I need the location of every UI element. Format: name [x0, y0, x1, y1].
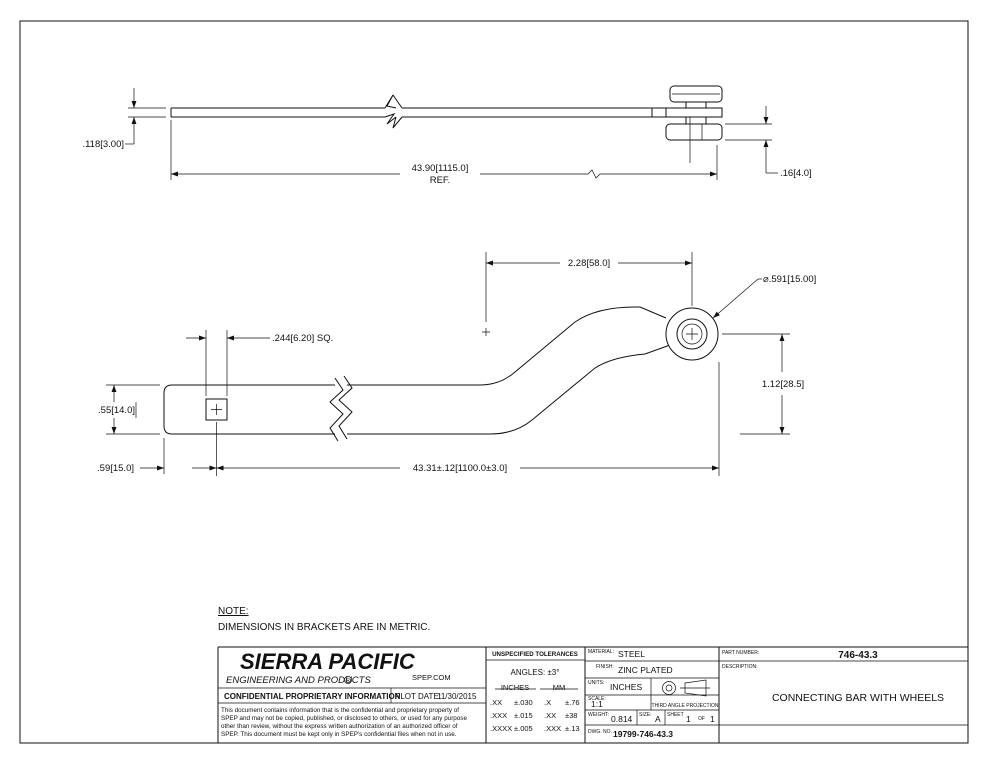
- tolerances-angles: ANGLES: ±3°: [511, 668, 560, 677]
- company-name: SIERRA PACIFIC: [240, 649, 416, 674]
- front-view: 2.28[58.0] ⌀.591[15.00] .244[6.20] SQ. .…: [97, 252, 816, 476]
- sheet-total: 1: [710, 714, 715, 724]
- note-heading: NOTE:: [218, 606, 249, 617]
- confidential-line-4: SPEP. This document must be kept only in…: [221, 731, 457, 738]
- dimension-offset: 2.28[58.0]: [485, 252, 693, 322]
- hub-hole: [676, 318, 708, 350]
- dwg-no-value: 19799-746-43.3: [613, 729, 673, 739]
- finish-label: FINISH:: [596, 664, 614, 670]
- size-value: A: [655, 714, 661, 724]
- svg-text:±.030: ±.030: [514, 698, 533, 707]
- square-label: .244[6.20] SQ.: [272, 333, 333, 344]
- length-note: REF.: [430, 175, 451, 186]
- svg-text:±.015: ±.015: [514, 711, 533, 720]
- note-text: DIMENSIONS IN BRACKETS ARE IN METRIC.: [218, 622, 430, 633]
- plot-date-label: PLOT DATE:: [395, 692, 441, 701]
- confidential-line-2: SPEP and may not be copied, published, o…: [221, 715, 467, 722]
- material-label: MATERIAL:: [588, 649, 614, 655]
- sheet-border: [19, 20, 969, 744]
- weight-value: 0.814: [611, 714, 633, 724]
- dimension-wheel-width: .16[4.0]: [725, 106, 812, 179]
- third-angle-projection-icon: [662, 679, 710, 697]
- tolerances-mm-header: MM: [553, 683, 566, 692]
- center-distance-label: 43.31±.12[1100.0±3.0]: [413, 463, 507, 474]
- scale-label: SCALE:: [588, 696, 606, 702]
- registered-mark: R: [346, 678, 350, 684]
- notes: NOTE: DIMENSIONS IN BRACKETS ARE IN METR…: [218, 606, 430, 633]
- registered-mark-icon: [344, 676, 352, 684]
- weight-label: WEIGHT:: [588, 712, 609, 718]
- projection-label: THIRD ANGLE PROJECTION: [652, 703, 719, 709]
- svg-text:±.13: ±.13: [565, 724, 580, 733]
- svg-text:.XX: .XX: [490, 698, 502, 707]
- material-value: STEEL: [618, 649, 645, 659]
- upper-wheel: [665, 85, 723, 118]
- bar-front-outline-left: [163, 384, 335, 435]
- hole-label: ⌀.591[15.00]: [763, 274, 816, 285]
- svg-text:±.005: ±.005: [514, 724, 533, 733]
- bar-top-view: [170, 107, 666, 118]
- title-block: SIERRA PACIFIC ENGINEERING AND PRODUCTS …: [217, 646, 968, 743]
- finish-value: ZINC PLATED: [618, 665, 673, 675]
- svg-text:.XXXX: .XXXX: [490, 724, 512, 733]
- svg-text:.XXX: .XXX: [490, 711, 507, 720]
- sheet-value: 1: [686, 714, 691, 724]
- confidential-line-1: This document contains information that …: [221, 707, 459, 714]
- company-website: SPEP.COM: [412, 673, 451, 682]
- confidential-line-3: other than review, without the express w…: [221, 723, 458, 730]
- bar-front-outline-right: [347, 306, 671, 435]
- dimension-bottom: .59[15.0] 43.31±.12[1100.0±3.0]: [97, 362, 720, 476]
- edge-label: .59[15.0]: [97, 463, 134, 474]
- dimension-bar-height: .55[14.0]: [98, 384, 160, 435]
- description-label: DESCRIPTION:: [722, 664, 758, 670]
- part-number-value: 746-43.3: [838, 650, 878, 661]
- tolerance-row: .XXXX ±.005 .XXX ±.13: [490, 724, 580, 733]
- wheel-width-label: .16[4.0]: [780, 168, 812, 179]
- hub-bore: [681, 323, 703, 345]
- lower-wheel: [665, 116, 723, 163]
- break-symbol-front: [329, 375, 353, 442]
- svg-text:.XX: .XX: [544, 711, 556, 720]
- break-symbol-top: [384, 94, 403, 129]
- bar-end-block: [651, 107, 667, 118]
- company-division: ENGINEERING AND PRODUCTS: [226, 675, 371, 686]
- dimension-thickness: .118[3.00]: [82, 88, 166, 150]
- confidential-heading: CONFIDENTIAL PROPRIETARY INFORMATION: [224, 692, 401, 701]
- tolerance-row: .XX ±.030 .X ±.76: [490, 698, 580, 707]
- scale-value: 1:1: [591, 699, 603, 709]
- square-centermark: [211, 404, 222, 415]
- svg-text:.X: .X: [544, 698, 551, 707]
- length-label: 43.90[1115.0]: [412, 163, 469, 174]
- dimension-overall-length: 43.90[1115.0] REF.: [170, 120, 718, 186]
- svg-text:.XXX: .XXX: [544, 724, 561, 733]
- units-label: UNITS:: [588, 680, 604, 686]
- tolerance-row: .XXX ±.015 .XX ±38: [490, 711, 577, 720]
- offset-label: 2.28[58.0]: [568, 258, 610, 269]
- square-hole: [205, 398, 228, 421]
- dwg-no-label: DWG. NO.: [588, 729, 612, 735]
- hub-centermark: [686, 328, 698, 340]
- height-label: .55[14.0]: [98, 405, 135, 416]
- dimension-rise: 1.12[28.5]: [722, 333, 804, 435]
- dimension-square: .244[6.20] SQ.: [186, 330, 333, 396]
- top-view: .118[3.00] 43.90[1115.0] REF. .16[4.0]: [82, 85, 812, 186]
- dimension-hole-diameter: ⌀.591[15.00]: [712, 274, 816, 319]
- thickness-label: .118[3.00]: [82, 139, 124, 150]
- description-value: CONNECTING BAR WITH WHEELS: [772, 692, 944, 704]
- svg-text:±.76: ±.76: [565, 698, 580, 707]
- rise-label: 1.12[28.5]: [762, 379, 804, 390]
- tolerances-inches-header: INCHES: [501, 683, 529, 692]
- tolerances-heading: UNSPECIFIED TOLERANCES: [492, 651, 578, 658]
- bend-center-mark: [482, 328, 490, 336]
- units-value: INCHES: [610, 682, 642, 692]
- size-label: SIZE:: [639, 712, 652, 718]
- plot-date: 11/30/2015: [437, 692, 477, 701]
- part-number-label: PART NUMBER:: [722, 650, 759, 656]
- of-label: OF: [698, 716, 705, 722]
- sheet-label: SHEET: [667, 712, 684, 718]
- svg-text:±38: ±38: [565, 711, 577, 720]
